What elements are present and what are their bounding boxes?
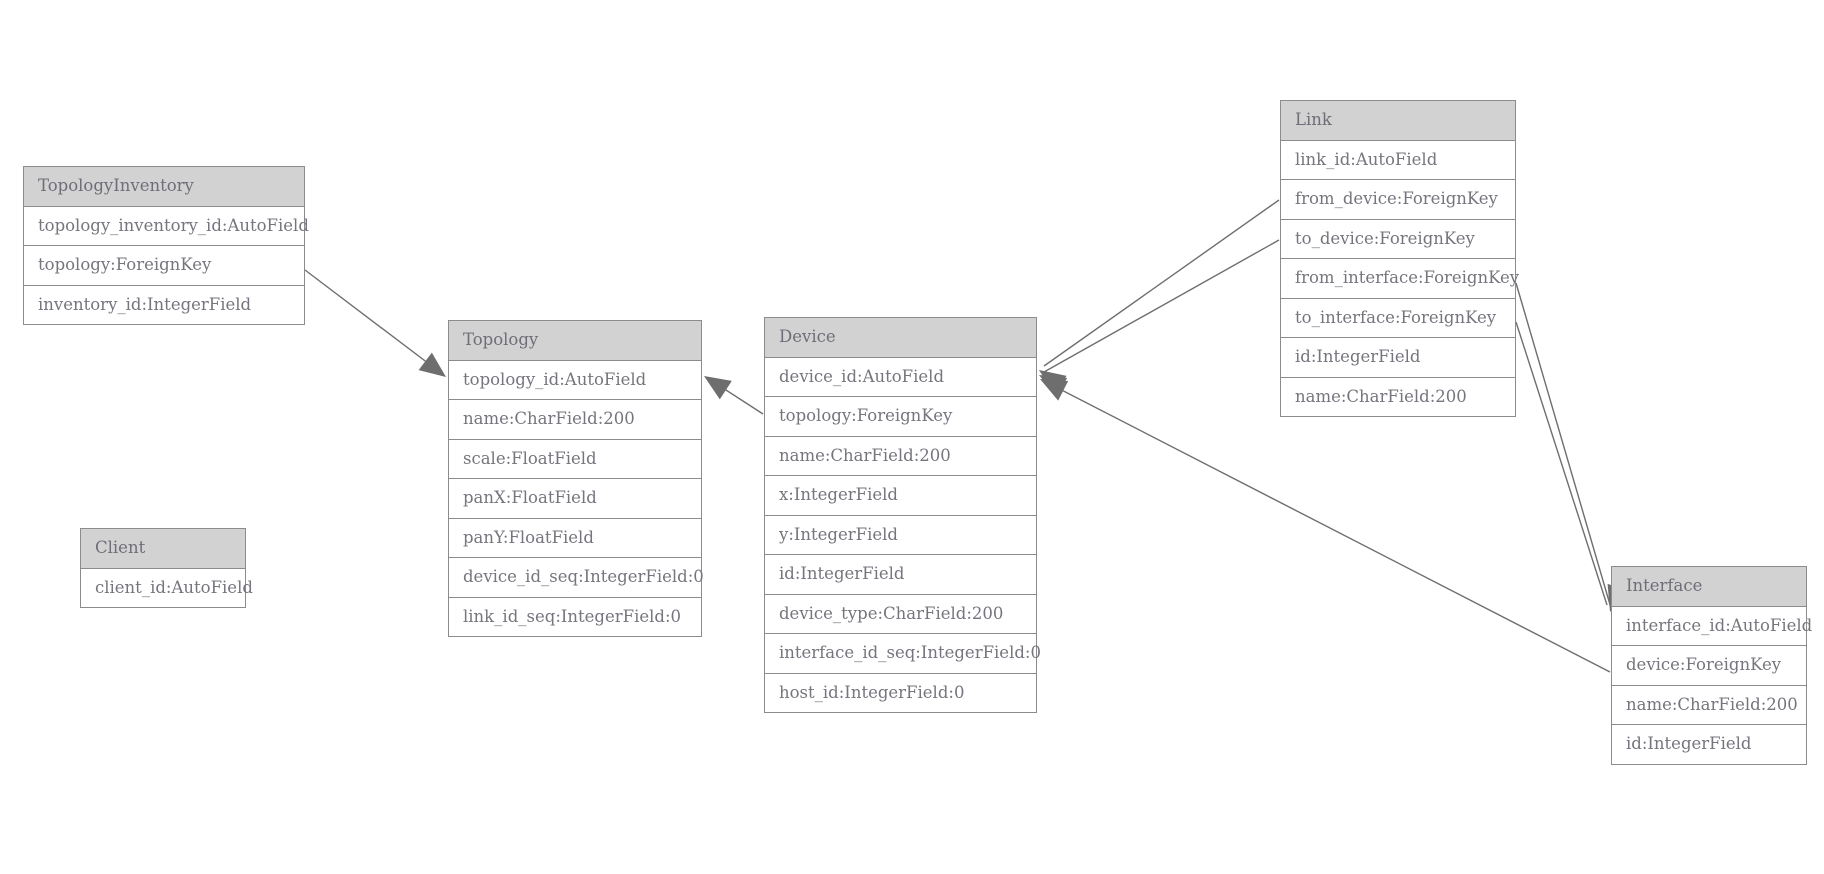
entity-field: device:ForeignKey xyxy=(1612,646,1806,686)
entity-title-topology_inventory: TopologyInventory xyxy=(24,167,304,207)
entity-field: device_id:AutoField xyxy=(765,357,1036,397)
entity-field: device_type:CharField:200 xyxy=(765,594,1036,634)
relationship-arrowhead xyxy=(1039,375,1068,398)
entity-field: host_id:IntegerField:0 xyxy=(765,673,1036,712)
entity-field: id:IntegerField xyxy=(1612,725,1806,764)
entity-title-topology: Topology xyxy=(449,321,701,361)
entity-field: topology_id:AutoField xyxy=(449,360,701,400)
relationship-arrowhead xyxy=(1040,379,1069,401)
entity-field: y:IntegerField xyxy=(765,515,1036,555)
entity-field: topology:ForeignKey xyxy=(24,246,304,286)
entity-title-client: Client xyxy=(81,529,245,569)
entity-field: panY:FloatField xyxy=(449,518,701,558)
entity-field: link_id_seq:IntegerField:0 xyxy=(449,597,701,636)
relationship-line xyxy=(1515,282,1612,609)
relationship-line xyxy=(708,378,764,415)
entity-field: id:IntegerField xyxy=(765,555,1036,595)
entity-field: topology_inventory_id:AutoField xyxy=(24,206,309,246)
relationship-line xyxy=(304,269,442,374)
relationship-edge xyxy=(1039,239,1280,398)
entity-field: panX:FloatField xyxy=(449,479,701,519)
entity-field: inventory_id:IntegerField xyxy=(24,285,304,324)
relationship-line xyxy=(1043,239,1280,373)
entity-field: to_interface:ForeignKey xyxy=(1281,298,1515,338)
entity-field: name:CharField:200 xyxy=(449,400,701,440)
entity-field: id:IntegerField xyxy=(1281,338,1515,378)
entity-field: topology:ForeignKey xyxy=(765,397,1036,437)
entity-field: link_id:AutoField xyxy=(1281,140,1515,180)
entity-field: x:IntegerField xyxy=(765,476,1036,516)
entity-field: interface_id_seq:IntegerField:0 xyxy=(765,634,1041,674)
entity-field: to_device:ForeignKey xyxy=(1281,219,1515,259)
relationship-arrowhead xyxy=(1039,370,1067,394)
entity-field: name:CharField:200 xyxy=(1612,685,1806,725)
entity-field: name:CharField:200 xyxy=(1281,377,1515,416)
entity-field: from_interface:ForeignKey xyxy=(1281,259,1519,299)
entity-field: scale:FloatField xyxy=(449,439,701,479)
relationship-edge xyxy=(304,269,446,377)
entity-field: from_device:ForeignKey xyxy=(1281,180,1515,220)
entity-field: name:CharField:200 xyxy=(765,436,1036,476)
relationship-arrowhead xyxy=(704,376,732,400)
relationship-line xyxy=(1045,381,1611,673)
entity-field: client_id:AutoField xyxy=(81,568,253,607)
entity-field: device_id_seq:IntegerField:0 xyxy=(449,558,704,598)
entity-field: interface_id:AutoField xyxy=(1612,606,1812,646)
relationship-edge xyxy=(704,376,764,415)
relationship-line xyxy=(1515,321,1608,606)
relationship-edge xyxy=(1039,199,1280,394)
entity-title-device: Device xyxy=(765,318,1036,358)
entity-title-interface: Interface xyxy=(1612,567,1806,607)
entity-title-link: Link xyxy=(1281,101,1515,141)
relationship-line xyxy=(1043,199,1280,367)
